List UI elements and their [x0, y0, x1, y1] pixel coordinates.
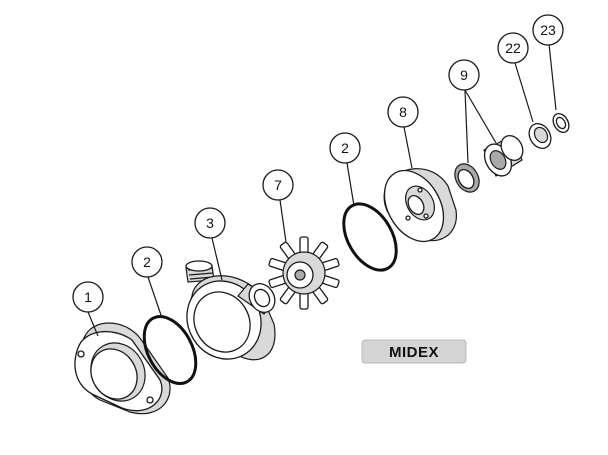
- impeller-part: [268, 236, 340, 310]
- callout-label: 3: [206, 215, 214, 231]
- callout-label: 1: [84, 289, 92, 305]
- callout-2a: 2: [131, 246, 163, 278]
- retaining-ring-part: [552, 113, 570, 133]
- model-badge-background: [361, 339, 467, 364]
- callout-22: 22: [497, 32, 529, 64]
- callout-label: 2: [143, 254, 151, 270]
- callout-1: 1: [72, 281, 104, 313]
- callout-3: 3: [194, 207, 226, 239]
- callout-8: 8: [387, 96, 419, 128]
- callout-7: 7: [262, 169, 294, 201]
- callout-2b: 2: [329, 132, 361, 164]
- o-ring-part-b: [342, 202, 398, 272]
- leader-lines: [87, 43, 557, 337]
- o-ring-part-a: [142, 315, 198, 385]
- callout-label: 23: [540, 22, 556, 38]
- callout-9: 9: [448, 59, 480, 91]
- callout-label: 9: [460, 67, 468, 83]
- callout-label: 8: [399, 104, 407, 120]
- callout-label: 2: [341, 140, 349, 156]
- seal-part: [454, 135, 524, 193]
- callout-label: 22: [505, 40, 521, 56]
- model-badge: MIDEX: [361, 339, 467, 364]
- bushing-part: [528, 123, 552, 149]
- callout-label: 7: [274, 177, 282, 193]
- model-badge-label: MIDEX: [389, 344, 439, 361]
- pump-housing-part: [185, 260, 276, 361]
- callout-23: 23: [532, 14, 564, 46]
- cover-plate-part: [74, 322, 171, 415]
- flange-part: [383, 168, 457, 243]
